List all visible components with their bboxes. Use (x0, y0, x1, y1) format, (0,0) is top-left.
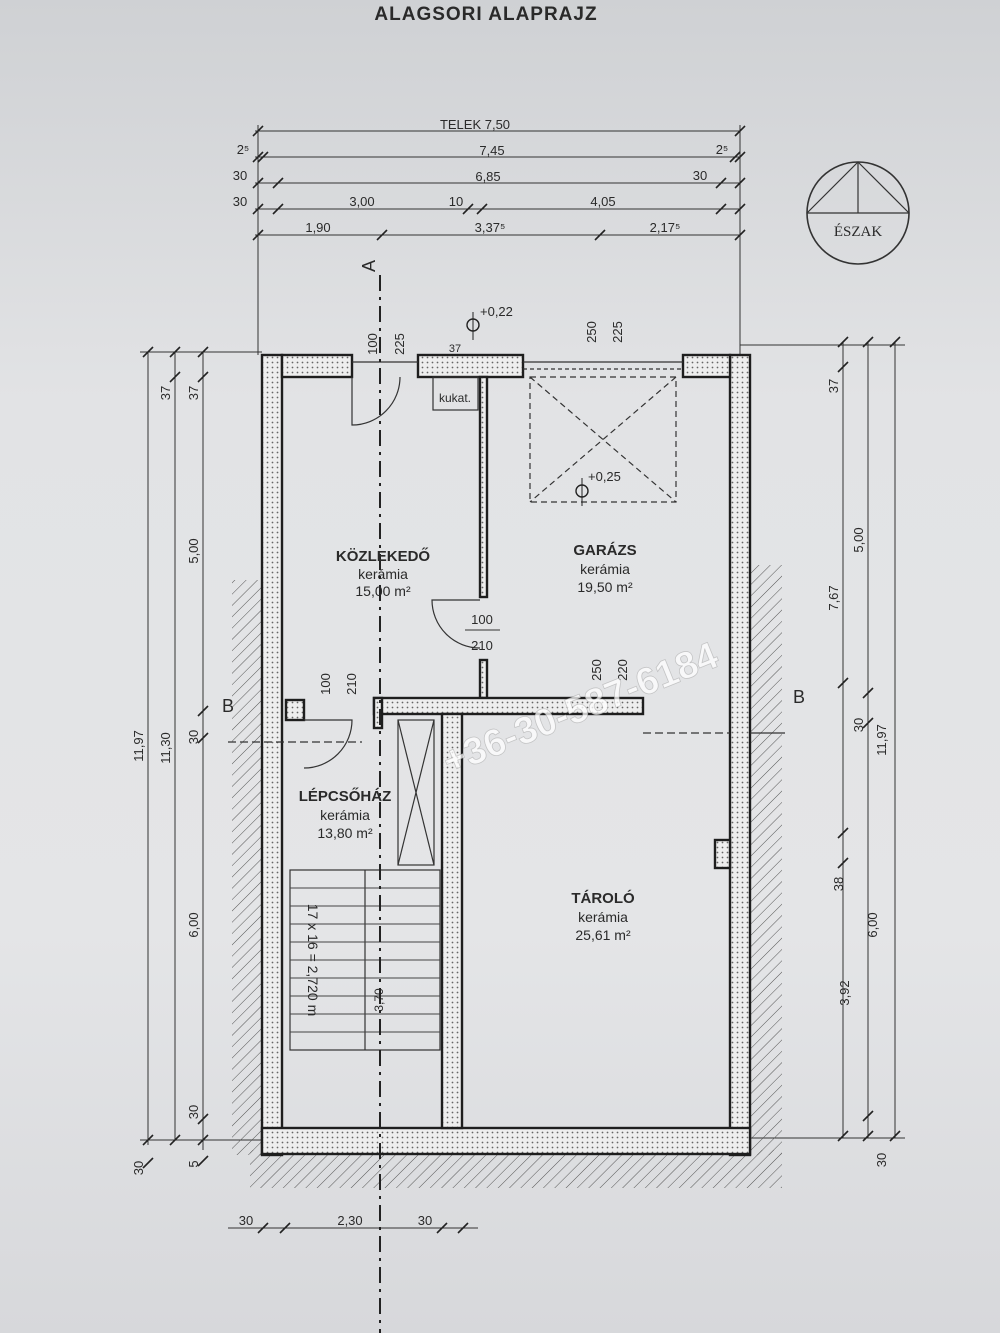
room-floor: kerámia (580, 561, 630, 577)
dim-left-1197: 11,97 (131, 730, 146, 762)
door-height: 210 (471, 638, 493, 653)
room-lepcsohaz: LÉPCSŐHÁZ kerámia 13,80 m² (299, 787, 392, 841)
room-floor: kerámia (578, 909, 628, 925)
tarolo-opening-width: 250 (589, 659, 604, 681)
dim-left-500: 5,00 (186, 538, 201, 563)
openings (228, 361, 785, 769)
dim-r3-left: 30 (233, 168, 247, 183)
room-name: GARÁZS (573, 542, 636, 559)
dim-bottom-a: 30 (239, 1213, 253, 1228)
room-name: KÖZLEKEDŐ (336, 547, 431, 565)
entry-width: 100 (365, 333, 380, 355)
dim-r2-right: 2⁵ (716, 142, 729, 157)
bottom-dimensions: 30 2,30 30 (228, 1213, 478, 1234)
plan-title: ALAGSORI ALAPRAJZ (374, 4, 597, 25)
section-line-b: B B (222, 687, 805, 716)
dim-r2-mid: 7,45 (479, 143, 504, 158)
stair-formula: 17 x 16 = 2,720 m (305, 904, 321, 1016)
soil-hatching (232, 565, 782, 1188)
building-walls (260, 353, 752, 1157)
stair-door-width: 100 (318, 673, 333, 695)
tarolo-opening-height: 220 (615, 659, 630, 681)
room-kozlekedo: KÖZLEKEDŐ kerámia 15,00 m² (336, 547, 431, 599)
room-area: 25,61 m² (575, 927, 631, 943)
door-width: 100 (471, 612, 493, 627)
dim-r4-d: 4,05 (590, 194, 615, 209)
dim-r4-a: 30 (233, 194, 247, 209)
dim-r5-c: 2,17⁵ (650, 220, 681, 235)
dim-right-30b: 30 (874, 1153, 889, 1167)
level-garage: +0,25 (588, 469, 621, 484)
room-tarolo: TÁROLÓ kerámia 25,61 m² (571, 889, 635, 943)
dim-r3-mid: 6,85 (475, 169, 500, 184)
dim-bottom-b: 2,30 (337, 1213, 362, 1228)
room-floor: kerámia (320, 807, 370, 823)
room-area: 19,50 m² (577, 579, 633, 595)
dim-r5-a: 1,90 (305, 220, 330, 235)
left-dimensions: 37 37 5,00 30 6,00 30 11,97 11,30 30 5 (131, 346, 262, 1175)
dim-left-30b: 30 (186, 1105, 201, 1119)
dim-telek: TELEK 7,50 (440, 117, 510, 132)
entry-height: 225 (392, 333, 407, 355)
section-label-b-right: B (793, 687, 805, 707)
section-line-a: A (359, 260, 381, 1333)
label-kukat: kukat. (439, 391, 471, 405)
level-top: +0,22 (480, 304, 513, 319)
dim-left-37a: 37 (158, 386, 173, 400)
entry-37: 37 (449, 343, 461, 355)
dim-r5-b: 3,37⁵ (475, 220, 506, 235)
section-label-a: A (359, 260, 379, 272)
north-arrow-icon: ÉSZAK (806, 161, 910, 265)
dim-left-600: 6,00 (186, 912, 201, 937)
dim-right-767: 7,67 (826, 585, 841, 610)
stair-door-height: 210 (344, 673, 359, 695)
north-label: ÉSZAK (834, 223, 883, 240)
right-dimensions: 37 5,00 7,67 30 38 6,00 3,92 11,97 30 (740, 336, 905, 1167)
dim-left-1130: 11,30 (158, 732, 173, 764)
dim-r4-c: 10 (449, 194, 463, 209)
dim-right-30: 30 (851, 718, 866, 732)
staircase: 17 x 16 = 2,720 m 3,70 (289, 719, 441, 1051)
level-markers: +0,22 +0,25 (466, 304, 621, 506)
dim-left-30: 30 (186, 730, 201, 744)
dim-bottom-c: 30 (418, 1213, 432, 1228)
dim-left-5: 5 (186, 1160, 201, 1167)
dim-right-38: 38 (831, 877, 846, 891)
section-label-b-left: B (222, 696, 234, 716)
room-area: 15,00 m² (355, 583, 411, 599)
room-name: TÁROLÓ (571, 889, 635, 907)
dim-r3-right: 30 (693, 168, 707, 183)
dim-right-392: 3,92 (837, 980, 852, 1005)
dim-left-37b: 37 (186, 386, 201, 400)
dim-r4-b: 3,00 (349, 194, 374, 209)
dim-right-600: 6,00 (865, 912, 880, 937)
dim-right-37: 37 (826, 379, 841, 393)
room-area: 13,80 m² (317, 825, 373, 841)
opening-dimensions: 100 225 37 250 225 100 210 100 210 250 2… (318, 321, 630, 695)
garage-height: 225 (610, 321, 625, 343)
dim-r2-left: 2⁵ (237, 142, 250, 157)
dim-right-500: 5,00 (851, 527, 866, 552)
room-garazs: GARÁZS kerámia 19,50 m² (573, 542, 636, 595)
dim-right-1197: 11,97 (874, 724, 889, 756)
garage-width: 250 (584, 321, 599, 343)
top-dimensions: TELEK 7,50 2⁵ 7,45 2⁵ 30 6,85 30 30 3,00… (233, 117, 746, 355)
room-name: LÉPCSŐHÁZ (299, 787, 392, 805)
dim-left-30c: 30 (131, 1161, 146, 1175)
room-floor: kerámia (358, 566, 408, 582)
